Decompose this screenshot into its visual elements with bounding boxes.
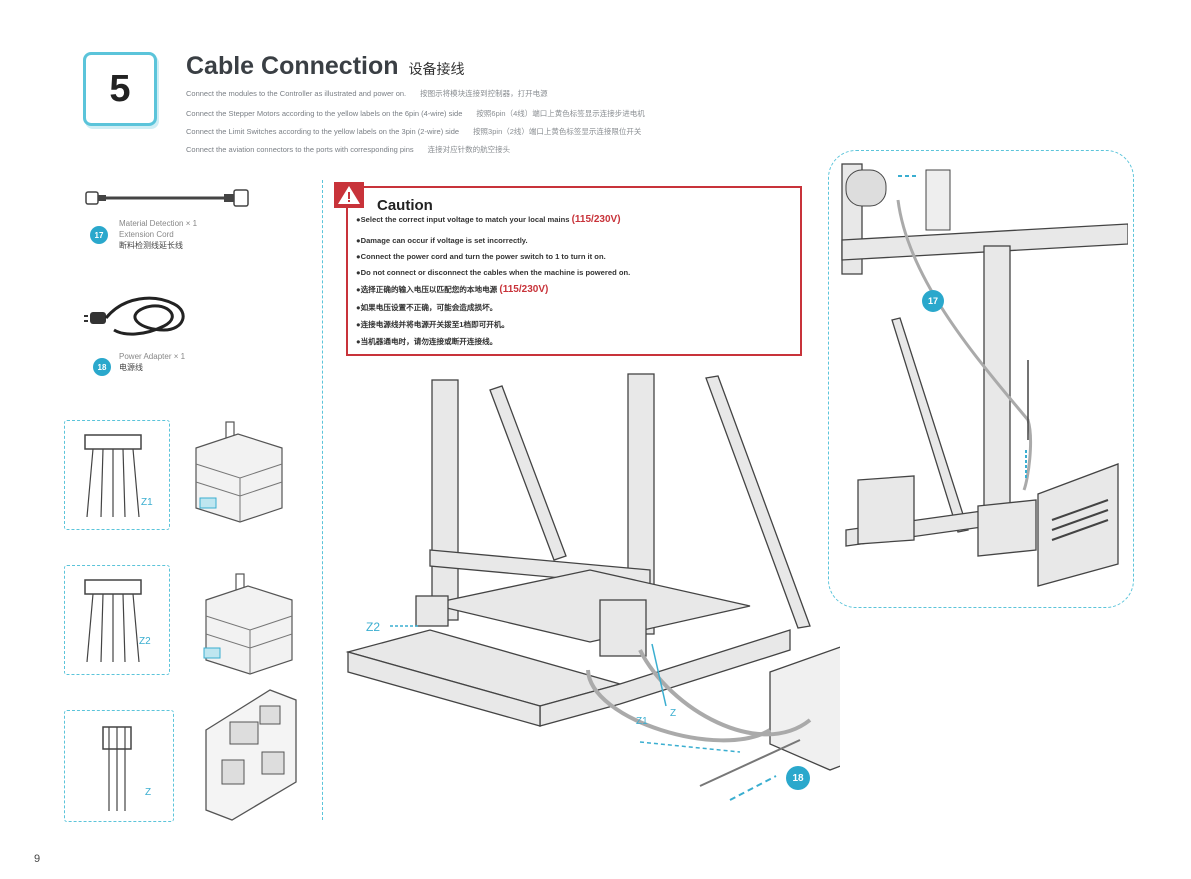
connector-6pin-icon	[84, 434, 142, 518]
instruction-en: Connect the Stepper Motors according to …	[186, 109, 463, 118]
voltage-highlight: (115/230V)	[571, 214, 621, 225]
badge-number: 17	[927, 296, 938, 306]
badge-number: 18	[97, 362, 107, 372]
caution-text: ●连接电源线并将电源开关拨至1档即可开机。	[356, 320, 510, 329]
caution-text: ●当机器通电时，请勿连接或断开连接线。	[356, 337, 498, 346]
part-qty: × 1	[185, 219, 198, 228]
caution-title: Caution	[377, 197, 433, 214]
diagram-badge-power: 18	[786, 766, 810, 790]
connector-3pin-icon	[102, 726, 132, 811]
part-name-cn: 电源线	[119, 363, 143, 372]
caution-text: ●Select the correct input voltage to mat…	[356, 215, 570, 224]
instruction-line: Connect the aviation connectors to the p…	[186, 144, 510, 155]
instruction-cn: 连接对应针数的航空接头	[427, 145, 511, 154]
part-qty: × 1	[173, 352, 186, 361]
power-cord-icon	[84, 296, 185, 336]
part-name: Power Adapter	[119, 352, 172, 361]
caution-line: ●如果电压设置不正确，可能会造成损坏。	[356, 302, 497, 313]
page-number: 9	[34, 853, 41, 865]
caution-box	[346, 186, 802, 356]
detail-inset	[828, 150, 1134, 608]
part-label: Power Adapter × 1 电源线	[119, 351, 185, 373]
caution-line: ●选择正确的输入电压以匹配您的本地电源 (115/230V)	[356, 284, 548, 295]
part-label: Material Detection × 1 Extension Cord 断料…	[119, 218, 197, 251]
diagram-label-z2: Z2	[366, 620, 381, 634]
instruction-cn: 按图示将模块连接到控制器，打开电源	[420, 89, 548, 98]
title-cn: 设备接线	[408, 61, 465, 77]
instruction-line: Connect the Limit Switches according to …	[186, 126, 641, 137]
voltage-highlight: (115/230V)	[499, 284, 549, 295]
limit-switch-icon	[205, 689, 297, 821]
instruction-cn: 按照3pin（2线）端口上黄色标签显示连接限位开关	[473, 127, 642, 136]
part-badge: 17	[90, 226, 108, 244]
detail-illustration	[841, 163, 1128, 587]
part-name-2: Extension Cord	[119, 230, 174, 239]
caution-text: ●Do not connect or disconnect the cables…	[356, 268, 631, 277]
badge-number: 17	[94, 230, 104, 240]
caution-line: ●Damage can occur if voltage is set inco…	[356, 236, 528, 245]
warning-icon	[334, 182, 364, 208]
instruction-en: Connect the aviation connectors to the p…	[186, 145, 414, 154]
caution-line: ●当机器通电时，请勿连接或断开连接线。	[356, 336, 497, 347]
part-name-cn: 断料检测线延长线	[119, 241, 183, 250]
caution-text: ●Connect the power cord and turn the pow…	[356, 252, 606, 261]
diagram-badge-detect: 17	[922, 290, 944, 312]
caution-line: ●连接电源线并将电源开关拨至1档即可开机。	[356, 319, 509, 330]
diagram-label-z: Z	[670, 708, 677, 719]
instruction-en: Connect the Limit Switches according to …	[186, 127, 460, 136]
title-en: Cable Connection	[186, 52, 399, 80]
caution-line: ●Do not connect or disconnect the cables…	[356, 268, 630, 277]
connector-label: Z1	[141, 497, 153, 508]
caution-text: ●Damage can occur if voltage is set inco…	[356, 236, 528, 245]
stepper-motor-icon	[203, 573, 293, 675]
part-badge: 18	[93, 358, 111, 376]
printer-illustration	[345, 373, 840, 801]
caution-line: ●Connect the power cord and turn the pow…	[356, 252, 606, 261]
column-divider	[322, 180, 323, 820]
connector-box: Z1	[64, 420, 170, 530]
step-number: 5	[109, 67, 131, 110]
instruction-line: Connect the Stepper Motors according to …	[186, 108, 645, 119]
step-number-box: 5	[83, 52, 157, 126]
caution-line: ●Select the correct input voltage to mat…	[356, 214, 621, 225]
connector-label: Z	[145, 787, 152, 798]
badge-number: 18	[792, 772, 804, 784]
caution-text: ●选择正确的输入电压以匹配您的本地电源	[356, 285, 498, 294]
extension-cord-icon	[85, 189, 249, 207]
connector-box: Z	[64, 710, 174, 822]
connector-box: Z2	[64, 565, 170, 675]
page-title: Cable Connection 设备接线	[186, 52, 465, 81]
part-name: Material Detection	[119, 219, 184, 228]
caution-text: ●如果电压设置不正确，可能会造成损坏。	[356, 303, 498, 312]
diagram-label-z1: Z1	[636, 716, 648, 727]
stepper-motor-icon	[195, 421, 283, 523]
instruction-line: Connect the modules to the Controller as…	[186, 88, 548, 99]
connector-label: Z2	[139, 636, 151, 647]
instruction-en: Connect the modules to the Controller as…	[186, 89, 407, 98]
connector-6pin-icon	[84, 579, 142, 663]
instruction-cn: 按照6pin（4线）端口上黄色标签显示连接步进电机	[476, 109, 645, 118]
